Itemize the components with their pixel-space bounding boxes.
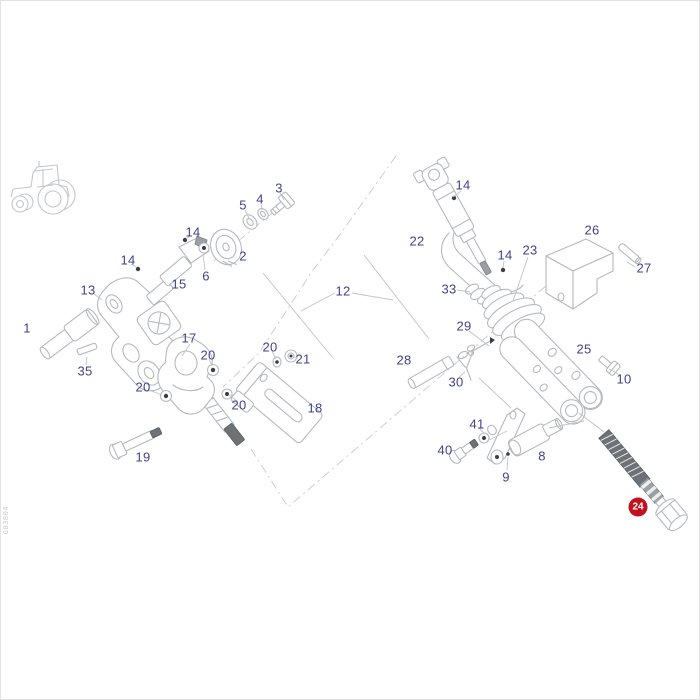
part-label-20[interactable]: 20 [135, 379, 151, 395]
part-6-nut [198, 242, 210, 254]
part-18-plate [230, 362, 323, 444]
part-19-bolt [108, 427, 163, 460]
part-8-adjuster [486, 407, 564, 465]
part-label-3[interactable]: 3 [275, 180, 283, 196]
part-label-30[interactable]: 30 [448, 374, 464, 390]
part-label-12[interactable]: 12 [335, 283, 351, 299]
part-label-29[interactable]: 29 [456, 318, 472, 334]
part-label-10[interactable]: 10 [616, 371, 632, 387]
part-label-6[interactable]: 6 [202, 268, 210, 284]
part-label-19[interactable]: 19 [135, 449, 151, 465]
part-35-pin [76, 342, 98, 356]
part-label-14[interactable]: 14 [497, 247, 513, 263]
part-27-pin [618, 243, 642, 265]
part-label-14[interactable]: 14 [120, 252, 136, 268]
part-25-linkage [499, 318, 603, 425]
part-26-block [545, 238, 614, 310]
part-label-1[interactable]: 1 [23, 320, 31, 336]
part-label-21[interactable]: 21 [295, 351, 311, 367]
part-3-screw [270, 191, 295, 216]
part-label-14[interactable]: 14 [185, 224, 201, 240]
part-label-35[interactable]: 35 [77, 363, 93, 379]
part-20-nut [206, 363, 220, 377]
part-41-nut [478, 424, 497, 444]
part-label-20[interactable]: 20 [262, 339, 278, 355]
part-label-13[interactable]: 13 [80, 282, 96, 298]
tractor-icon [10, 161, 76, 215]
part-14-dots [135, 195, 506, 273]
part-label-20[interactable]: 20 [231, 397, 247, 413]
part-28-rod [407, 355, 455, 390]
part-24-bolt [578, 412, 688, 532]
part-label-41[interactable]: 41 [469, 416, 485, 432]
part-20-nut [159, 389, 173, 403]
part-label-17[interactable]: 17 [181, 330, 197, 346]
part-5-washer [242, 214, 258, 230]
part-label-18[interactable]: 18 [307, 400, 323, 416]
leader-lines [85, 190, 636, 471]
part-label-15[interactable]: 15 [171, 276, 187, 292]
part-40-bolt [448, 439, 479, 464]
part-label-23[interactable]: 23 [522, 242, 538, 258]
part-label-4[interactable]: 4 [256, 191, 264, 207]
part-20-nut [221, 388, 233, 400]
part-17-clevis [157, 336, 245, 446]
part-2-disc [209, 228, 243, 267]
part-21-nut [284, 349, 298, 363]
part-label-40[interactable]: 40 [437, 442, 453, 458]
part-label-5[interactable]: 5 [239, 197, 247, 213]
part-10-screw [598, 355, 621, 376]
part-20-washer [272, 356, 282, 368]
part-label-14[interactable]: 14 [455, 177, 471, 193]
part-4-washer [257, 208, 269, 220]
part-label-26[interactable]: 26 [584, 222, 600, 238]
part-badge-24[interactable]: 24 [628, 497, 648, 517]
part-label-2[interactable]: 2 [239, 248, 247, 264]
lift-rod-lines [262, 254, 430, 359]
part-13-bracket [96, 277, 183, 392]
part-label-25[interactable]: 25 [576, 341, 592, 357]
part-label-8[interactable]: 8 [538, 448, 546, 464]
drawing-code: G83804 [3, 506, 11, 535]
part-22-damper [413, 156, 524, 307]
part-label-28[interactable]: 28 [396, 352, 412, 368]
part-label-22[interactable]: 22 [409, 233, 425, 249]
part-30-fork [456, 344, 476, 381]
part-1-pin [39, 308, 100, 360]
part-label-27[interactable]: 27 [636, 260, 652, 276]
part-label-9[interactable]: 9 [502, 469, 510, 485]
part-label-33[interactable]: 33 [441, 281, 457, 297]
part-label-20[interactable]: 20 [200, 347, 216, 363]
